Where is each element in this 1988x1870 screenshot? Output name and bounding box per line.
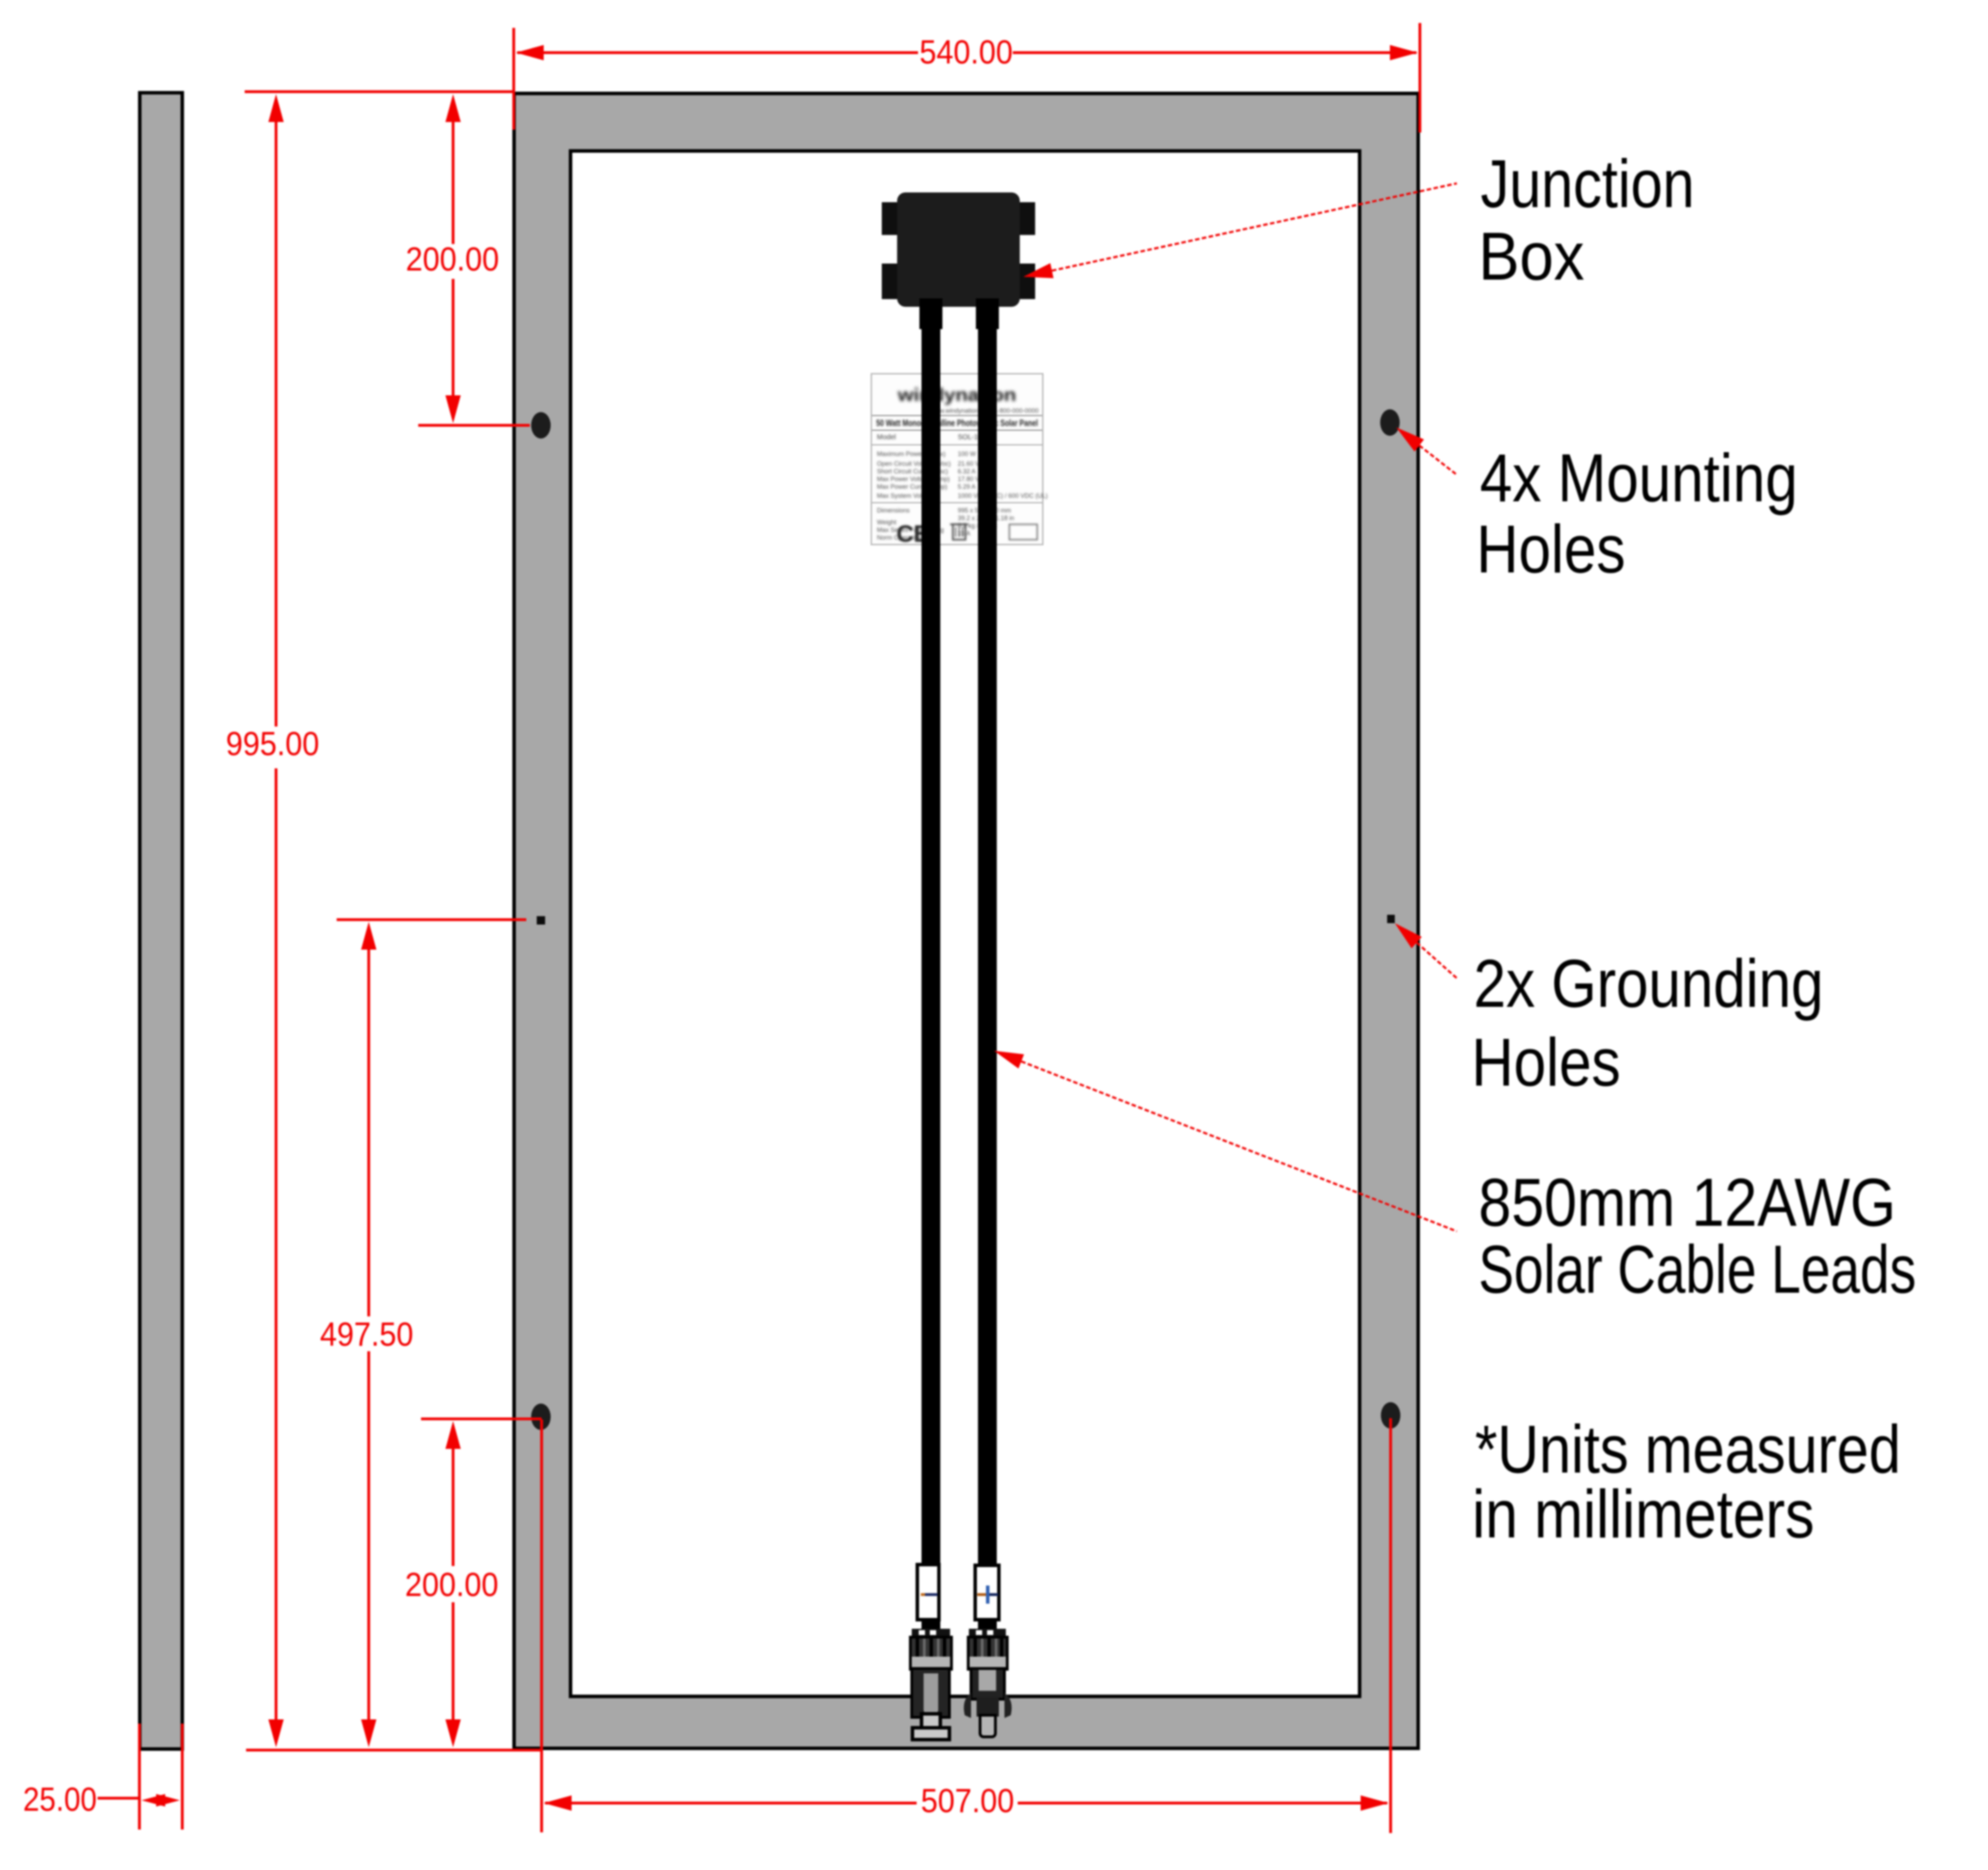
svg-text:in millimeters: in millimeters — [1472, 1476, 1814, 1552]
svg-text:200.00: 200.00 — [406, 241, 499, 278]
svg-text:Junction: Junction — [1481, 146, 1695, 222]
svg-text:Open Circuit Voltage (Voc): Open Circuit Voltage (Voc) — [877, 460, 951, 467]
svg-text:Norm Operating Temp: Norm Operating Temp — [877, 534, 938, 541]
svg-text:5.29 A: 5.29 A — [958, 483, 976, 490]
svg-text:6.32 A: 6.32 A — [958, 468, 976, 475]
svg-text:1000 VDC (IEC) / 600 VDC (UL): 1000 VDC (IEC) / 600 VDC (UL) — [958, 492, 1048, 499]
svg-text:17.80 V: 17.80 V — [958, 476, 979, 482]
svg-text:Max Power Current (Imp): Max Power Current (Imp) — [877, 483, 947, 490]
svg-text:Max System Voltage: Max System Voltage — [877, 492, 934, 499]
svg-text:2x Grounding: 2x Grounding — [1474, 945, 1823, 1021]
svg-text:Box: Box — [1478, 218, 1584, 294]
svg-text:497.50: 497.50 — [320, 1316, 413, 1353]
svg-text:Max Power Voltage (Vmp): Max Power Voltage (Vmp) — [877, 476, 950, 482]
svg-text:Short Circuit Current (Isc): Short Circuit Current (Isc) — [877, 468, 948, 475]
svg-text:windynation: windynation — [897, 384, 1016, 405]
svg-text:15 A: 15 A — [958, 530, 970, 537]
svg-text:Model: Model — [877, 434, 896, 441]
svg-text:21.60 V: 21.60 V — [958, 460, 979, 467]
svg-text:507.00: 507.00 — [921, 1783, 1014, 1820]
svg-text:Holes: Holes — [1471, 1024, 1621, 1100]
svg-text:Max Series Fuse Rating: Max Series Fuse Rating — [877, 526, 944, 533]
svg-text:*Units measured: *Units measured — [1475, 1411, 1901, 1487]
svg-text:Solar Cable Leads: Solar Cable Leads — [1478, 1231, 1916, 1307]
svg-text:850mm 12AWG: 850mm 12AWG — [1478, 1164, 1896, 1240]
svg-text:25.00: 25.00 — [23, 1781, 97, 1818]
svg-text:8.2 kg / 18 lbs: 8.2 kg / 18 lbs — [958, 522, 997, 529]
svg-text:Dimensions: Dimensions — [877, 507, 910, 514]
svg-text:995.00: 995.00 — [226, 726, 319, 763]
svg-text:Holes: Holes — [1476, 511, 1626, 587]
svg-text:4x Mounting: 4x Mounting — [1480, 440, 1798, 516]
svg-text:Weight: Weight — [877, 519, 896, 526]
svg-text:200.00: 200.00 — [405, 1567, 498, 1604]
svg-text:Maximum Power (Pmax): Maximum Power (Pmax) — [877, 450, 946, 457]
svg-text:100 W: 100 W — [958, 450, 977, 457]
svg-text:50 Watt Monocrystalline Photov: 50 Watt Monocrystalline Photovoltaic Sol… — [876, 418, 1038, 428]
svg-text:540.00: 540.00 — [919, 34, 1013, 71]
svg-text:SOL-100-P: SOL-100-P — [958, 434, 993, 441]
